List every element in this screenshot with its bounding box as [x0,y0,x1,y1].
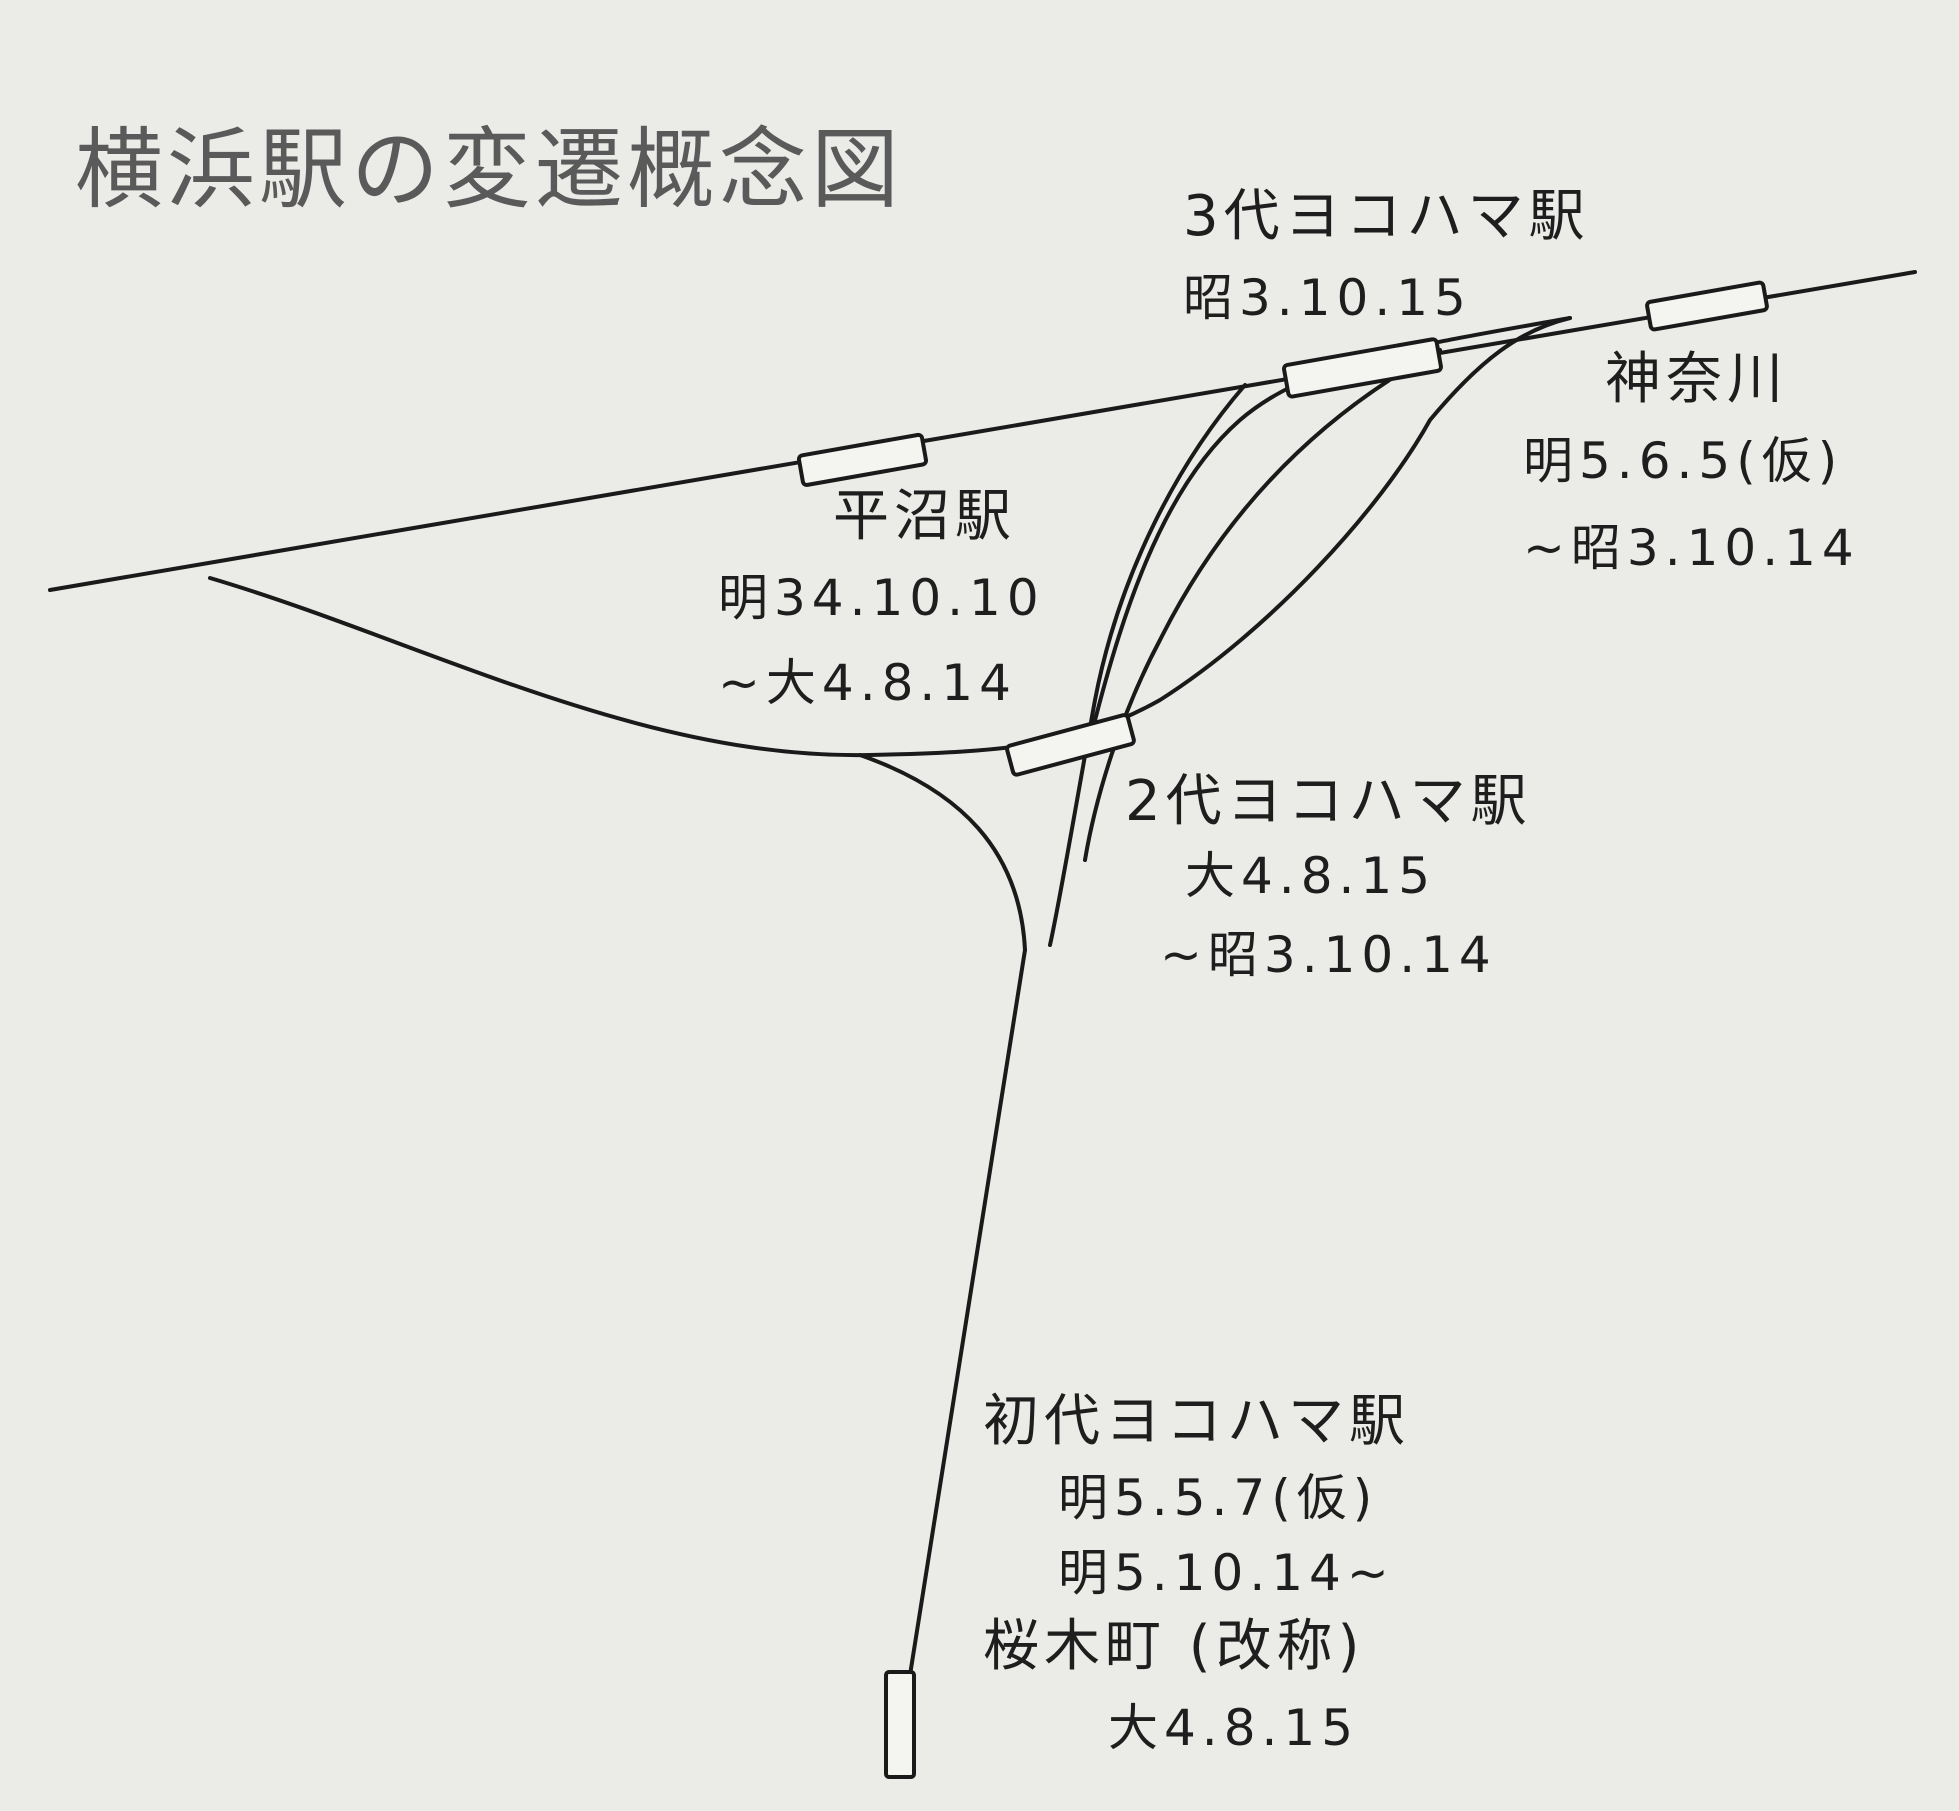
hiranuma-date-end: ~大4.8.14 [718,654,1017,712]
first-yokohama-station-marker [884,1670,916,1779]
first-yokohama-renamed: 桜木町 (改称) [983,1614,1365,1679]
third-yokohama-name: 3代ヨコハマ駅 [1183,184,1590,249]
first-yokohama-labels: 初代ヨコハマ駅 明5.5.7(仮) 明5.10.14~ 桜木町 (改称) 大4.… [983,1389,1410,1757]
branch-to-junction-track [858,753,1027,952]
hiranuma-labels: 平沼駅 明34.10.10 ~大4.8.14 [718,484,1045,712]
diagram-title: 横浜駅の変遷概念図 [75,118,903,221]
hiranuma-station-marker [796,432,929,487]
first-yokohama-name: 初代ヨコハマ駅 [983,1389,1410,1454]
station-markers [796,280,1769,1779]
kanagawa-name: 神奈川 [1605,347,1788,412]
third-yokohama-station-marker [1282,337,1443,399]
kanagawa-date-start: 明5.6.5(仮) [1523,432,1843,490]
second-yokohama-labels: 2代ヨコハマ駅 大4.8.15 ~昭3.10.14 [1125,769,1532,984]
second-yokohama-date-end: ~昭3.10.14 [1160,926,1497,984]
third-yokohama-labels: 3代ヨコハマ駅 昭3.10.15 [1183,184,1590,327]
main-line-track [48,270,1917,592]
first-yokohama-date-provisional: 明5.5.7(仮) [1058,1469,1378,1527]
trunk-line-track [908,948,1027,1677]
second-yokohama-name: 2代ヨコハマ駅 [1125,769,1532,834]
kanagawa-labels: 神奈川 明5.6.5(仮) ~昭3.10.14 [1523,347,1860,577]
third-to-first-track [1048,383,1247,947]
first-yokohama-renamed-date: 大4.8.15 [1108,1699,1359,1757]
kanagawa-date-end: ~昭3.10.14 [1523,519,1860,577]
first-yokohama-date-opened: 明5.10.14~ [1058,1544,1395,1602]
kanagawa-station-marker [1645,280,1769,332]
second-yokohama-station-marker [1005,713,1136,777]
crossing-track [1083,348,1442,862]
third-yokohama-date: 昭3.10.15 [1183,269,1472,327]
hiranuma-name: 平沼駅 [833,484,1016,549]
second-yokohama-date-start: 大4.8.15 [1185,847,1436,905]
hiranuma-date-start: 明34.10.10 [718,569,1045,627]
